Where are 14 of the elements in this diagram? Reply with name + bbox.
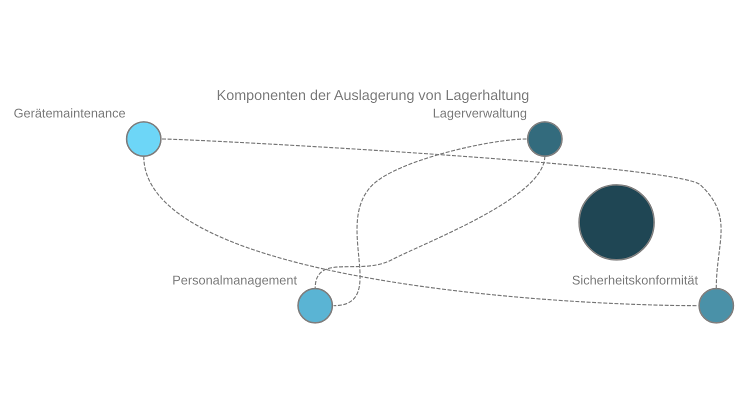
connector: [162, 138, 722, 289]
connector: [143, 156, 698, 306]
node-circle: [297, 288, 334, 324]
node-label: Lagerverwaltung: [432, 106, 527, 121]
connector: [314, 156, 546, 289]
diagram-title: Komponenten der Auslagerung von Lagerhaltung: [216, 88, 530, 104]
connector: [333, 138, 527, 306]
node-label: Sicherheitskonformität: [572, 272, 698, 288]
node-circle: [126, 121, 162, 157]
node-label: Gerätemaintenance: [14, 106, 126, 121]
node-circle: [526, 121, 563, 157]
node-label: Personalmanagement: [172, 272, 298, 288]
node-circle: [698, 288, 734, 324]
node-circle: [578, 184, 655, 261]
